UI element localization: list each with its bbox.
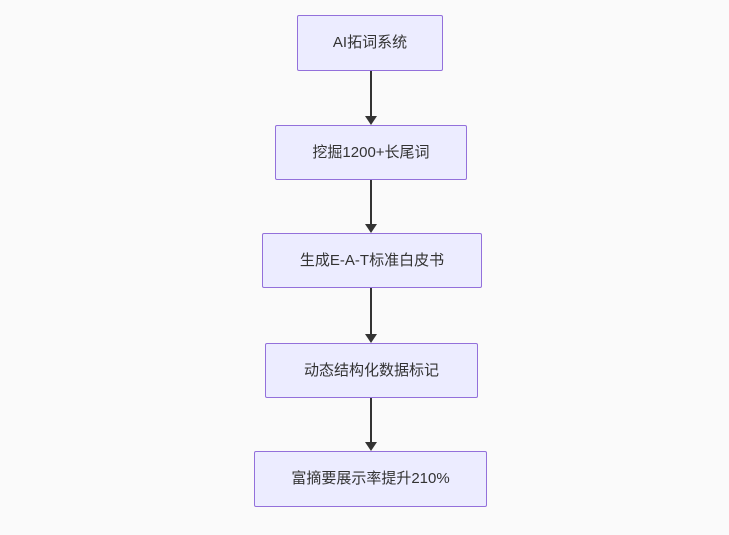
arrow-head-down-icon — [365, 442, 377, 451]
flowchart-node-label: 富摘要展示率提升210% — [291, 470, 450, 487]
flowchart-node-step-1: AI拓词系统 — [297, 15, 443, 71]
flowchart-node-label: 动态结构化数据标记 — [303, 361, 439, 379]
flowchart-node-label: 生成E-A-T标准白皮书 — [299, 251, 445, 269]
flowchart-node-step-5: 富摘要展示率提升210% — [254, 451, 487, 507]
flowchart-arrow-3-4 — [365, 288, 377, 343]
arrow-line — [370, 71, 372, 116]
flowchart-node-step-3: 生成E-A-T标准白皮书 — [262, 233, 482, 288]
flowchart-node-label: AI拓词系统 — [332, 34, 408, 51]
arrow-line — [370, 180, 372, 224]
arrow-line — [370, 398, 372, 442]
flowchart-node-step-2: 挖掘1200+长尾词 — [275, 125, 467, 180]
flowchart-node-step-4: 动态结构化数据标记 — [265, 343, 478, 398]
flowchart-arrow-1-2 — [365, 71, 377, 125]
flowchart-arrow-2-3 — [365, 180, 377, 233]
arrow-head-down-icon — [365, 116, 377, 125]
arrow-line — [370, 288, 372, 334]
arrow-head-down-icon — [365, 334, 377, 343]
flowchart-node-label: 挖掘1200+长尾词 — [312, 143, 430, 161]
arrow-head-down-icon — [365, 224, 377, 233]
flowchart-arrow-4-5 — [365, 398, 377, 451]
